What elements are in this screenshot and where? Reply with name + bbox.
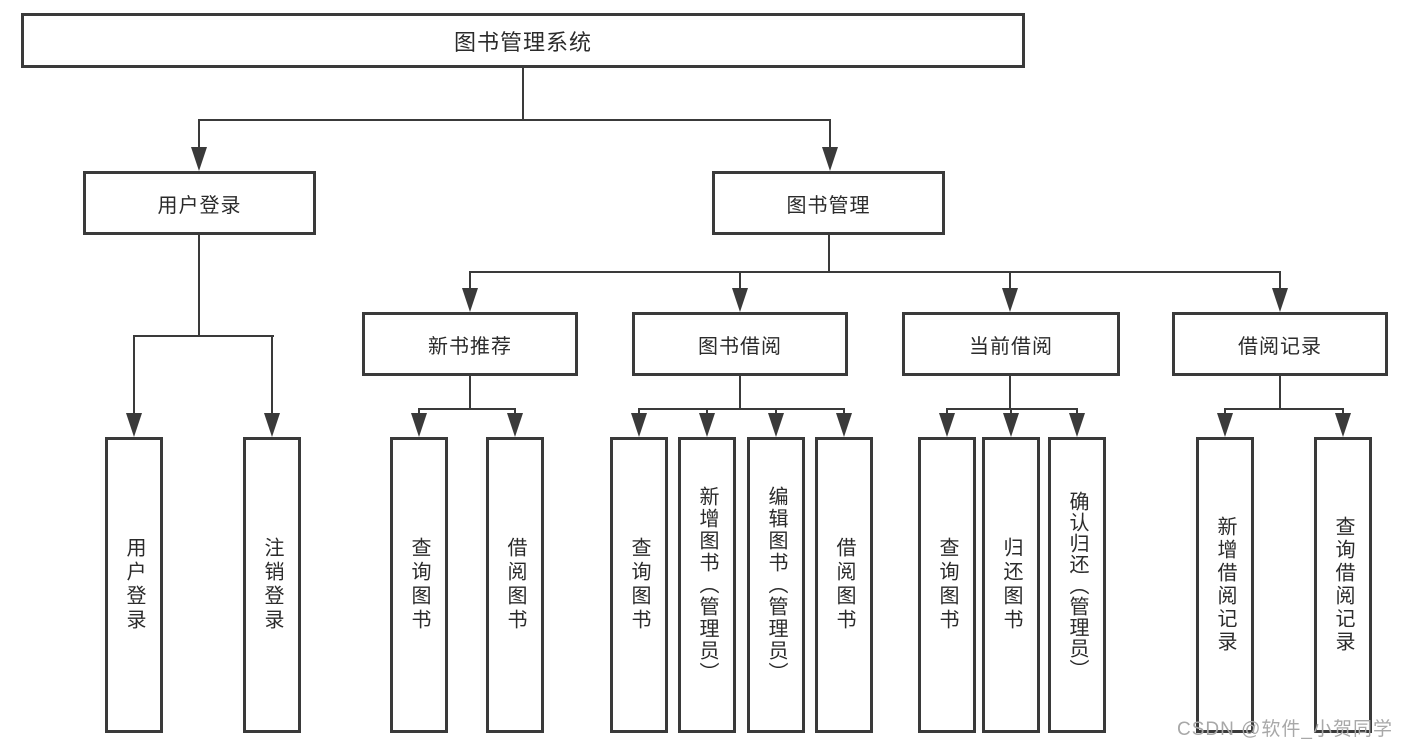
arrowhead-edit-book-admin <box>768 413 784 437</box>
arrowhead-return-book <box>1003 413 1019 437</box>
node-borrow-records: 借阅记录 <box>1172 312 1388 376</box>
node-query-book-3: 查询图书 <box>918 437 976 733</box>
node-edit-book-admin: 编辑图书（管理员） <box>747 437 805 733</box>
connector-to-user-login-leaf <box>133 336 135 415</box>
arrowhead-new-book-recommend <box>462 288 478 312</box>
node-add-book-admin: 新增图书（管理员） <box>678 437 736 733</box>
node-query-book-2: 查询图书 <box>610 437 668 733</box>
connector-user-login-trunk <box>198 235 200 336</box>
connector-level2-split <box>198 119 831 121</box>
connector-to-current-borrow <box>1009 272 1011 292</box>
connector-user-login-split <box>133 335 274 337</box>
connector-to-user-login <box>198 120 200 150</box>
connector-book-borrow-trunk <box>739 376 741 410</box>
arrowhead-user-login <box>191 147 207 171</box>
connector-current-borrow-trunk <box>1009 376 1011 410</box>
csdn-watermark: CSDN @软件_小贺同学 <box>1177 719 1393 740</box>
connector-level3-split <box>469 271 1281 273</box>
node-query-book-1: 查询图书 <box>390 437 448 733</box>
node-user-login: 用户登录 <box>83 171 316 235</box>
arrowhead-add-borrow-record <box>1217 413 1233 437</box>
arrowhead-borrow-book-1 <box>507 413 523 437</box>
node-current-borrow: 当前借阅 <box>902 312 1120 376</box>
connector-book-borrow-split <box>638 408 845 410</box>
connector-borrow-records-split <box>1224 408 1344 410</box>
node-new-book-recommend: 新书推荐 <box>362 312 578 376</box>
connector-to-new-book-recommend <box>469 272 471 292</box>
node-borrow-book-1: 借阅图书 <box>486 437 544 733</box>
connector-new-book-recommend-trunk <box>469 376 471 410</box>
arrowhead-borrow-book-2 <box>836 413 852 437</box>
arrowhead-user-login-leaf <box>126 413 142 437</box>
node-user-login-leaf: 用户登录 <box>105 437 163 733</box>
arrowhead-book-management <box>822 147 838 171</box>
arrowhead-confirm-return-admin <box>1069 413 1085 437</box>
arrowhead-query-book-2 <box>631 413 647 437</box>
connector-current-borrow-split <box>946 408 1078 410</box>
arrowhead-add-book-admin <box>699 413 715 437</box>
node-confirm-return-admin: 确认归还（管理员） <box>1048 437 1106 733</box>
node-book-borrow: 图书借阅 <box>632 312 848 376</box>
connector-to-book-borrow <box>739 272 741 292</box>
node-book-management: 图书管理 <box>712 171 945 235</box>
connector-to-logout-leaf <box>271 336 273 415</box>
connector-root-trunk <box>522 68 524 121</box>
arrowhead-borrow-records <box>1272 288 1288 312</box>
connector-to-book-management <box>829 120 831 150</box>
node-return-book: 归还图书 <box>982 437 1040 733</box>
node-query-borrow-record: 查询借阅记录 <box>1314 437 1372 733</box>
connector-book-management-trunk <box>828 235 830 273</box>
arrowhead-query-borrow-record <box>1335 413 1351 437</box>
arrowhead-book-borrow <box>732 288 748 312</box>
node-root: 图书管理系统 <box>21 13 1025 68</box>
arrowhead-logout-leaf <box>264 413 280 437</box>
connector-to-borrow-records <box>1279 272 1281 292</box>
node-borrow-book-2: 借阅图书 <box>815 437 873 733</box>
arrowhead-query-book-3 <box>939 413 955 437</box>
node-logout-leaf: 注销登录 <box>243 437 301 733</box>
connector-borrow-records-trunk <box>1279 376 1281 410</box>
connector-new-book-recommend-split <box>418 408 516 410</box>
arrowhead-query-book-1 <box>411 413 427 437</box>
arrowhead-current-borrow <box>1002 288 1018 312</box>
node-add-borrow-record: 新增借阅记录 <box>1196 437 1254 733</box>
